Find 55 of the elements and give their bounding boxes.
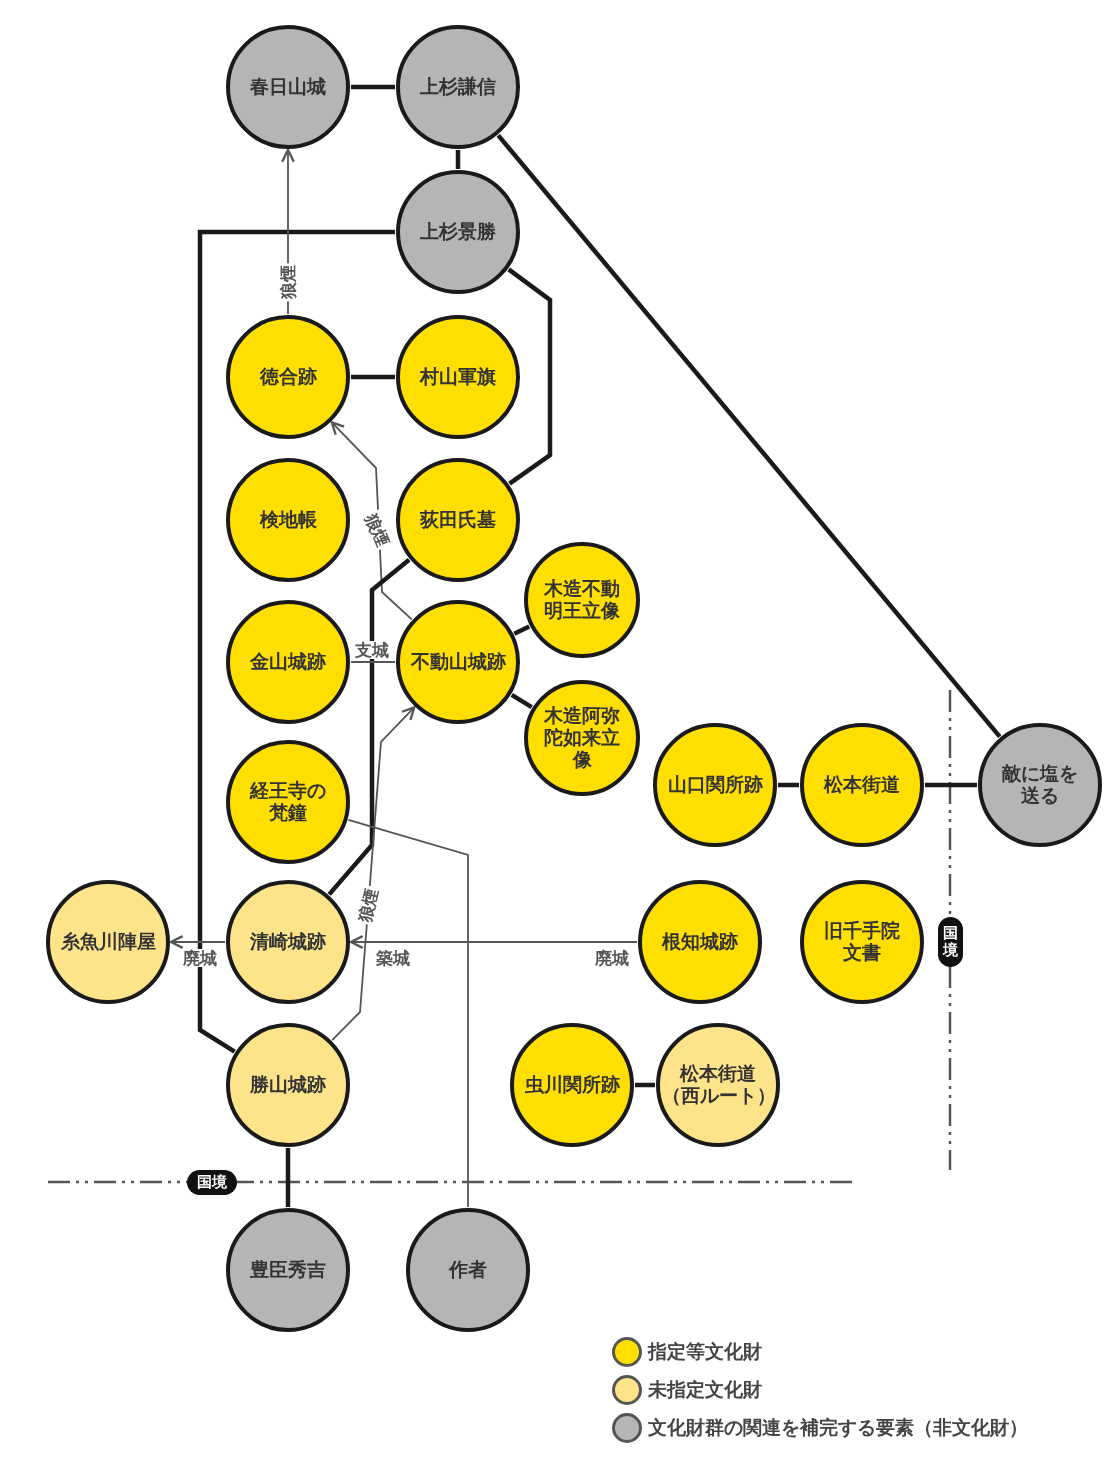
border-badge: 国境 [937,916,963,967]
legend-text: 指定等文化財 [648,1339,762,1364]
legend-text: 文化財群の関連を補完する要素（非文化財） [648,1415,1028,1440]
arrow [349,935,638,949]
edge-label: 狼煙 [278,262,298,301]
circle-node: 根知城跡 [638,880,762,1004]
connector-line [327,558,411,896]
edge-label: 支城 [353,640,391,660]
connector-line [351,84,395,90]
edge-label: 築城 [374,948,412,968]
border-badge: 国境 [187,1169,237,1195]
circle-node: 旧千手院文書 [800,880,924,1004]
connector-line [347,818,469,1208]
legend-text: 未指定文化財 [648,1377,762,1402]
connector-line [496,133,1002,739]
circle-node: 春日山城 [226,25,350,149]
circle-node: 豊臣秀吉 [226,1208,350,1332]
connector-line [778,782,799,788]
connector-line [513,624,531,636]
edge-label: 狼煙 [361,508,393,551]
circle-node: 虫川関所跡 [510,1023,634,1147]
circle-node: 松本街道 [800,723,924,847]
circle-node: 徳合跡 [226,315,350,439]
connector-line [635,1082,655,1088]
text-label: 廃城 [593,948,631,968]
edge-label: 狼煙 [355,884,383,926]
connector-line [925,782,977,788]
connector-line [507,267,553,486]
circle-node: 松本街道（西ルート） [656,1023,780,1147]
circle-node: 不動山城跡 [396,600,520,724]
circle-node: 勝山城跡 [226,1023,350,1147]
circle-node: 経王寺の梵鐘 [226,740,350,864]
arrow [331,706,416,1041]
circle-node: 荻田氏墓 [396,458,520,582]
circle-node: 清崎城跡 [226,880,350,1004]
connector-line [197,229,395,1054]
arrow [169,935,226,949]
connector-line [285,1148,291,1207]
circle-node: 木造阿弥陀如来立像 [524,680,640,796]
circle-node: 糸魚川陣屋 [46,880,170,1004]
edge-label: 廃城 [181,948,219,968]
circle-node: 山口関所跡 [653,723,777,847]
circle-node: 敵に塩を送る [978,723,1102,847]
connector-line [350,661,396,663]
connector-line [351,374,395,380]
circle-node: 金山城跡 [226,600,350,724]
circle-node: 上杉景勝 [396,170,520,294]
arrow [281,148,295,315]
circle-node: 検地帳 [226,458,350,582]
circle-node: 上杉謙信 [396,25,520,149]
circle-node: 木造不動明王立像 [524,542,640,658]
connector-line [510,693,533,710]
connector-line [455,150,461,169]
circle-node: 村山軍旗 [396,315,520,439]
circle-node: 作者 [406,1208,530,1332]
